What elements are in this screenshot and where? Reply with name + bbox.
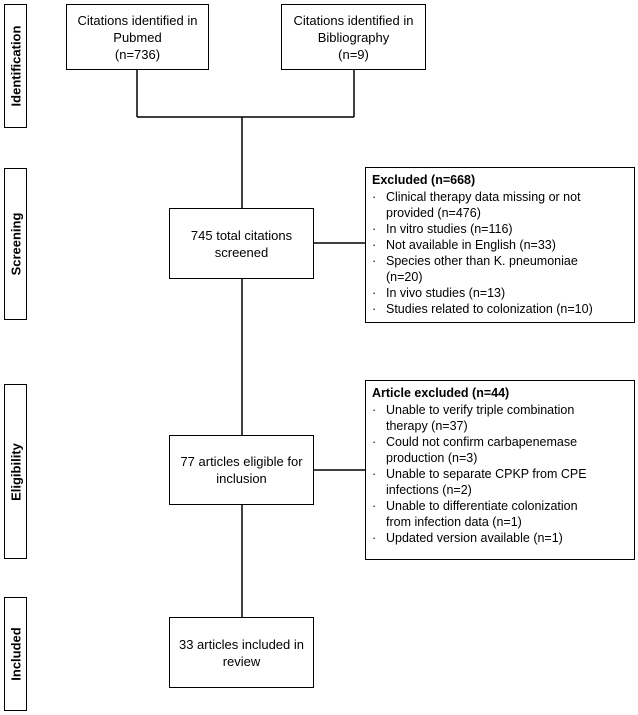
bullet: · (372, 499, 377, 513)
item-line: Species other than K. pneumoniae (386, 254, 578, 268)
bullet: · (372, 222, 377, 236)
included-box: 33 articles included in review (169, 617, 314, 688)
box-line: Pubmed (113, 29, 162, 45)
item-line: therapy (n=37) (386, 419, 468, 433)
list-item: · Studies related to colonization (n=10) (372, 301, 628, 317)
screened-box: 745 total citations screened (169, 208, 314, 279)
stage-identification: Identification (4, 4, 27, 128)
excluded-eligibility-box: Article excluded (n=44) · Unable to veri… (365, 380, 635, 560)
box-line: inclusion (216, 471, 267, 486)
excluded-heading: Article excluded (n=44) (372, 386, 510, 400)
box-line: 745 total citations (190, 227, 293, 243)
list-item: · In vivo studies (n=13) (372, 285, 628, 301)
item-line: from infection data (n=1) (386, 515, 522, 529)
box-line: 77 articles eligible for (180, 454, 303, 469)
bullet: · (372, 531, 377, 545)
item-line: Clinical therapy data missing or not (386, 190, 581, 204)
list-item: · Clinical therapy data missing or not p… (372, 189, 628, 221)
item-line: In vivo studies (n=13) (386, 286, 506, 300)
box-count: (n=736) (114, 46, 161, 62)
item-line: Not available in English (n=33) (386, 238, 556, 252)
box-line: screened (214, 244, 269, 260)
excluded-list: · Unable to verify triple combination th… (372, 402, 628, 546)
stage-screening: Screening (4, 168, 27, 320)
bullet: · (372, 190, 377, 204)
box-count: (n=9) (338, 46, 369, 62)
box-line: review (222, 653, 261, 669)
box-line: Citations identified in (293, 12, 414, 28)
stage-label: Screening (8, 212, 23, 276)
item-line: Unable to verify triple combination (386, 403, 575, 417)
item-line: Updated version available (n=1) (386, 531, 563, 545)
list-item: · Species other than K. pneumoniae (n=20… (372, 253, 628, 285)
bullet: · (372, 435, 377, 449)
list-item: · Updated version available (n=1) (372, 530, 628, 546)
pubmed-box: Citations identified in Pubmed (n=736) (66, 4, 209, 70)
bullet: · (372, 254, 377, 268)
bullet: · (372, 286, 377, 300)
excluded-screening-box: Excluded (n=668) · Clinical therapy data… (365, 167, 635, 323)
bibliography-box: Citations identified in Bibliography (n=… (281, 4, 426, 70)
list-item: · Could not confirm carbapenemase produc… (372, 434, 628, 466)
bullet: · (372, 302, 377, 316)
eligible-box: 77 articles eligible for inclusion (169, 435, 314, 505)
item-line: Could not confirm carbapenemase (386, 435, 578, 449)
item-line: production (n=3) (386, 451, 478, 465)
box-line: Bibliography (317, 29, 390, 45)
stage-eligibility: Eligibility (4, 384, 27, 559)
item-line: Unable to separate CPKP from CPE (386, 467, 587, 481)
item-line: infections (n=2) (386, 483, 472, 497)
bullet: · (372, 238, 377, 252)
list-item: · Unable to differentiate colonization f… (372, 498, 628, 530)
excluded-list: · Clinical therapy data missing or not p… (372, 189, 628, 317)
item-line: In vitro studies (n=116) (386, 222, 513, 236)
item-line: Studies related to colonization (n=10) (386, 302, 593, 316)
stage-label: Included (8, 627, 23, 681)
item-line: Unable to differentiate colonization (386, 499, 578, 513)
stage-included: Included (4, 597, 27, 711)
stage-label: Eligibility (8, 442, 23, 501)
list-item: · Unable to verify triple combination th… (372, 402, 628, 434)
list-item: · Not available in English (n=33) (372, 237, 628, 253)
box-line: Citations identified in (77, 12, 198, 28)
list-item: · Unable to separate CPKP from CPE infec… (372, 466, 628, 498)
stage-label: Identification (8, 25, 23, 107)
item-line: (n=20) (386, 270, 423, 284)
item-line: provided (n=476) (386, 206, 481, 220)
box-line: 33 articles included in (178, 636, 305, 652)
bullet: · (372, 467, 377, 481)
list-item: · In vitro studies (n=116) (372, 221, 628, 237)
excluded-heading: Excluded (n=668) (372, 173, 476, 187)
bullet: · (372, 403, 377, 417)
